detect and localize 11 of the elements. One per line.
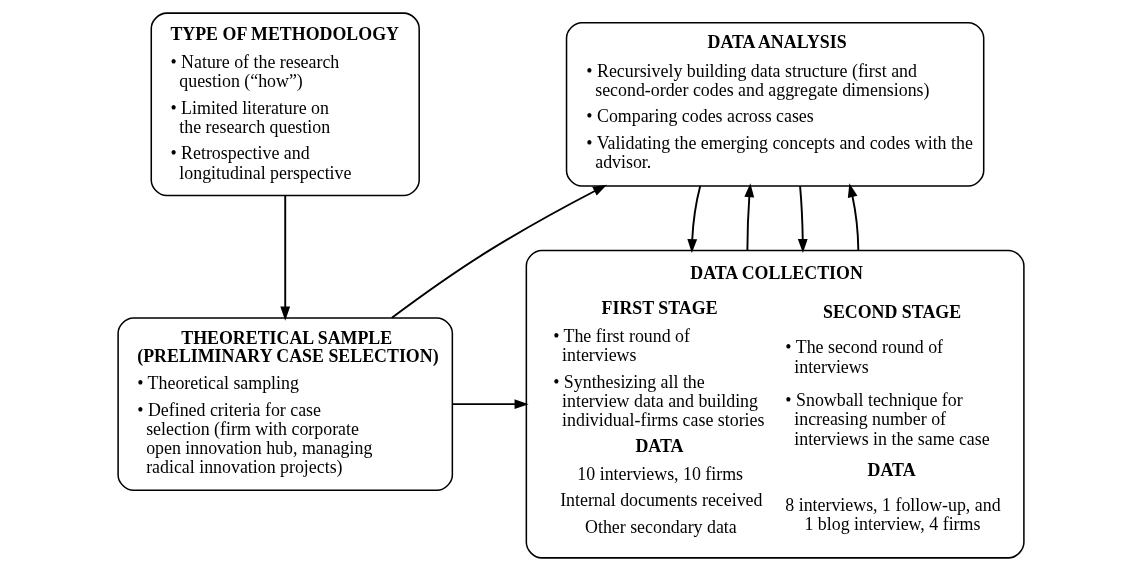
arrow bbox=[451, 399, 529, 410]
arrow bbox=[743, 183, 754, 252]
node-box: TYPE OF METHODOLOGY • Nature of the research question (“how”) • Limited literature on the research question • Retrospective and longitudinal perspective bbox=[150, 12, 420, 197]
arrow bbox=[847, 183, 859, 252]
node-box: THEORETICAL SAMPLE (PRELIMINARY CASE SELECTION) • Theoretical sampling • Defined criteria for case selection (firm with corporate open innovation hub, managing radical innovation projects) bbox=[116, 317, 453, 492]
node-box: DATA COLLECTION FIRST STAGE • The first round of interviews • Synthesizing all the interview data and building individual-firms case stories DATA 10 interviews, 10 firms Internal documents received Other secondary data SECOND STAGE • The second round of interviews • Snowball technique for increasing number of interviews in the same case DATA 8 interviews, 1 follow-up, and 1 blog interview, 4 firms bbox=[525, 249, 1025, 559]
arrow bbox=[390, 184, 607, 319]
arrow bbox=[279, 194, 290, 321]
arrow bbox=[686, 185, 701, 254]
node-box: DATA ANALYSIS • Recursively building data structure (first and second-order codes and aggregate dimensions) • Comparing codes across cases • Validating the emerging concepts and codes with the advisor. bbox=[565, 21, 984, 187]
arrow bbox=[797, 185, 808, 254]
